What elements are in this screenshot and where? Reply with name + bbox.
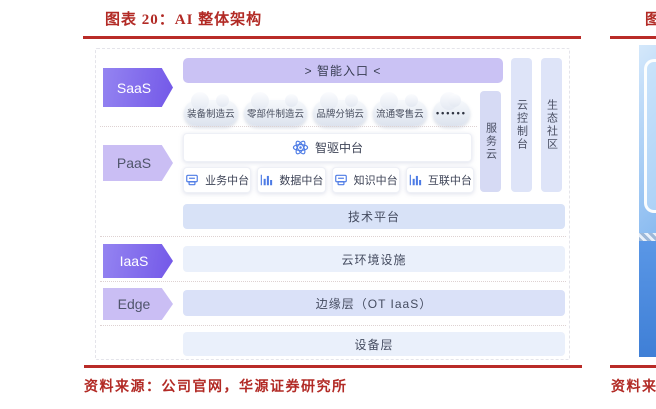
- platform-label: 互联中台: [427, 175, 472, 187]
- layer-arrow-edge: Edge: [103, 288, 173, 320]
- edge-layer-bar: 边缘层（OT IaaS）: [183, 290, 565, 316]
- side-bar-label: 生态社区: [545, 99, 558, 151]
- cloud-more-ellipsis: ••••••: [432, 92, 471, 126]
- side-bar-label: 云控制台: [515, 99, 528, 151]
- layer-separator: [100, 236, 566, 237]
- knowledge-platform-card: 知识中台: [331, 167, 400, 193]
- cloud-label: 装备制造云: [187, 109, 235, 120]
- layer-arrow-saas: SaaS: [103, 68, 173, 107]
- tech-platform-bar: 技术平台: [183, 204, 565, 229]
- bar-chart-icon: [259, 173, 273, 187]
- smart-entrance-banner: > 智能入口 <: [183, 58, 503, 83]
- layer-separator: [100, 325, 566, 326]
- layer-arrow-iaas: IaaS: [103, 244, 173, 278]
- layer-label: Edge: [117, 296, 151, 312]
- platform-label: 数据中台: [279, 175, 324, 187]
- layer-label: PaaS: [116, 155, 152, 171]
- side-bar-service-cloud: 服务云: [480, 91, 501, 192]
- cloud-label: 品牌分销云: [316, 109, 364, 120]
- platform-label: 业务中台: [205, 175, 250, 187]
- platform-label: 知识中台: [353, 175, 398, 187]
- side-bar-eco-community: 生态社区: [541, 58, 562, 192]
- figure-title: 图表 20：AI 整体架构: [105, 12, 263, 28]
- device-layer-bar: 设备层: [183, 332, 565, 356]
- bar-label: 设备层: [354, 337, 394, 352]
- next-figure-title-fragment: 图: [645, 12, 656, 28]
- cloud-label: ••••••: [435, 108, 467, 118]
- bar-label: 云环境设施: [341, 252, 407, 267]
- interconnect-platform-card: 互联中台: [405, 167, 474, 193]
- bar-chart-icon: [408, 173, 422, 187]
- next-figure-image-hatch: [639, 233, 656, 241]
- device-outline-shape: [644, 59, 656, 213]
- cloud-parts-manufacturing: 零部件制造云: [243, 92, 308, 126]
- layer-separator: [100, 126, 477, 127]
- source-rule: [84, 365, 582, 368]
- banner-label: > 智能入口 <: [304, 64, 382, 78]
- cloud-infra-bar: 云环境设施: [183, 246, 565, 272]
- cloud-equipment-manufacturing: 装备制造云: [184, 92, 238, 126]
- next-figure-image-bottom: [639, 241, 656, 357]
- cloud-retail: 流通零售云: [372, 92, 427, 126]
- atom-icon: [292, 139, 309, 156]
- printer-icon: [185, 173, 199, 187]
- ai-middle-platform-card: 智驱中台: [183, 133, 472, 162]
- next-figure-source-fragment: 资料来源: [611, 380, 656, 395]
- cloud-brand-distribution: 品牌分销云: [313, 92, 367, 126]
- next-figure-image-top: [639, 45, 656, 233]
- next-figure-title-rule: [610, 36, 656, 39]
- layer-label: IaaS: [119, 253, 149, 269]
- source-text: 资料来源：公司官网，华源证券研究所: [84, 380, 348, 395]
- saas-cloud-row: 装备制造云 零部件制造云 品牌分销云 流通零售云 ••••••: [184, 91, 471, 126]
- side-bar-cloud-console: 云控制台: [511, 58, 532, 192]
- next-figure-image-fragment: [639, 45, 656, 357]
- ai-platform-label: 智驱中台: [314, 141, 363, 155]
- data-platform-card: 数据中台: [257, 167, 326, 193]
- layer-separator: [100, 281, 566, 282]
- cloud-label: 流通零售云: [376, 109, 424, 120]
- middle-platform-row: 业务中台 数据中台 知识中台: [183, 167, 474, 193]
- next-figure-source-rule: [610, 365, 656, 368]
- title-rule: [83, 36, 581, 39]
- bar-label: 技术平台: [347, 210, 400, 224]
- side-bar-label: 服务云: [484, 122, 497, 161]
- layer-label: SaaS: [116, 79, 152, 96]
- business-platform-card: 业务中台: [183, 167, 252, 193]
- bar-label: 边缘层（OT IaaS）: [315, 296, 433, 311]
- printer-icon: [334, 173, 348, 187]
- layer-arrow-paas: PaaS: [103, 145, 173, 181]
- cloud-label: 零部件制造云: [246, 109, 304, 120]
